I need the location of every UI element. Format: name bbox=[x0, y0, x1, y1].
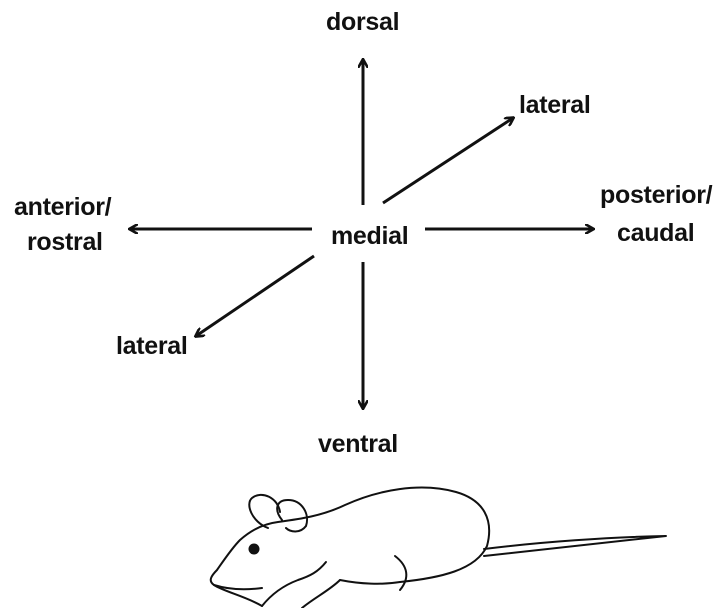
anterior-label-line2: rostral bbox=[27, 228, 103, 256]
posterior-label-line1: posterior/ bbox=[600, 181, 712, 209]
anterior-label-line1: anterior/ bbox=[14, 193, 111, 221]
lateral-upper-arrow bbox=[383, 118, 513, 203]
medial-label: medial bbox=[331, 222, 408, 250]
mouse-eye-icon bbox=[249, 544, 260, 555]
lateral-upper-label: lateral bbox=[519, 91, 591, 119]
lateral-lower-label: lateral bbox=[116, 332, 188, 360]
mouse-outline-icon bbox=[211, 488, 666, 608]
posterior-label-line2: caudal bbox=[617, 219, 694, 247]
dorsal-label: dorsal bbox=[326, 8, 399, 36]
lateral-lower-arrow bbox=[196, 256, 314, 336]
ventral-label: ventral bbox=[318, 430, 398, 458]
